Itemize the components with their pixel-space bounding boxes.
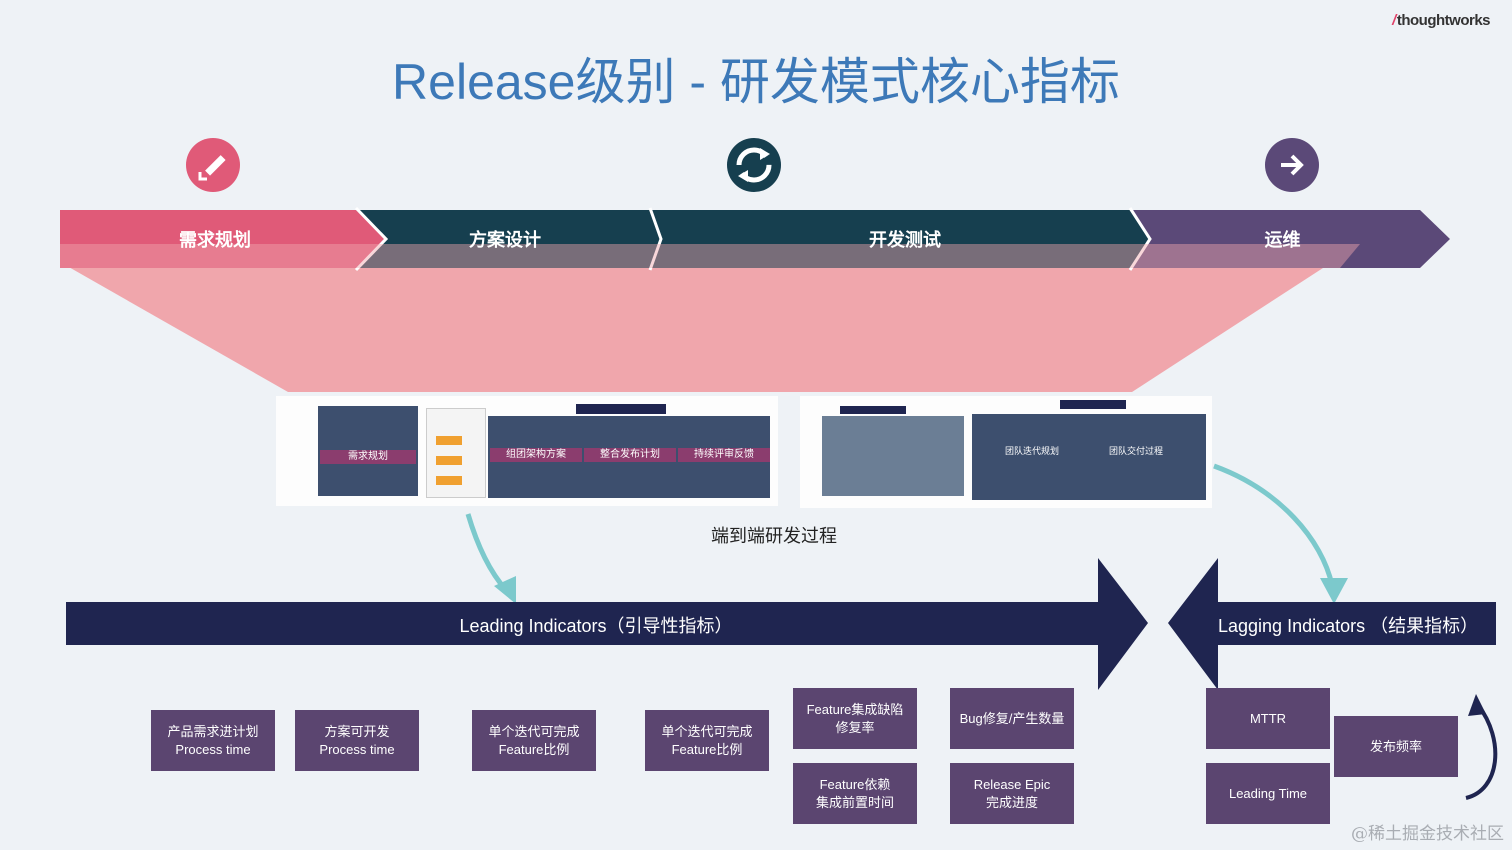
return-curve-arrow	[1465, 703, 1498, 800]
stage-arrow-4	[1130, 210, 1450, 268]
stage-arrow-1	[60, 210, 390, 268]
stage-label-design: 方案设计	[469, 230, 541, 250]
thumb-label: 组团架构方案	[490, 448, 582, 462]
stage-label-requirements: 需求规划	[179, 230, 251, 250]
thumb-label: 整合发布计划	[584, 448, 676, 462]
pencil-icon	[186, 138, 240, 192]
process-thumbnail-left: 需求规划 组团架构方案 整合发布计划 持续评审反馈	[276, 396, 778, 506]
thumb-label: 持续评审反馈	[678, 448, 770, 462]
stage-label-ops: 运维	[1264, 230, 1301, 250]
thumb-label: 团队交付过程	[1108, 446, 1163, 456]
curve-arrow-right	[1213, 463, 1335, 586]
page-title: Release级别 - 研发模式核心指标	[392, 54, 1120, 110]
thoughtworks-logo: /thoughtworks	[1392, 12, 1490, 29]
arrow-right-icon	[1265, 138, 1319, 192]
metric-box-mttr: MTTR	[1206, 688, 1330, 749]
stage-arrow-2	[356, 210, 666, 268]
stage-arrow-3	[650, 210, 1155, 268]
metric-box: Feature集成缺陷修复率	[793, 688, 917, 749]
process-thumbnail-right: 团队迭代规划 团队交付过程	[800, 396, 1212, 508]
thumb-label: 需求规划	[320, 450, 416, 464]
lagging-indicators-label: Lagging Indicators （结果指标）	[1218, 616, 1479, 636]
metric-box: Bug修复/产生数量	[950, 688, 1074, 749]
process-caption: 端到端研发过程	[711, 526, 837, 546]
stage-label-dev-test: 开发测试	[869, 230, 941, 250]
sync-icon	[727, 138, 781, 192]
funnel-shape	[60, 244, 1360, 392]
thumb-label: 团队迭代规划	[1004, 446, 1059, 456]
lagging-arrow	[1168, 558, 1496, 690]
metric-box: Feature依赖集成前置时间	[793, 763, 917, 824]
watermark: @稀土掘金技术社区	[1351, 824, 1504, 844]
leading-arrow	[66, 558, 1148, 690]
metric-box-leading-time: Leading Time	[1206, 763, 1330, 824]
metric-box-release-frequency: 发布频率	[1334, 716, 1458, 777]
leading-indicators-label: Leading Indicators（引导性指标）	[459, 616, 733, 636]
